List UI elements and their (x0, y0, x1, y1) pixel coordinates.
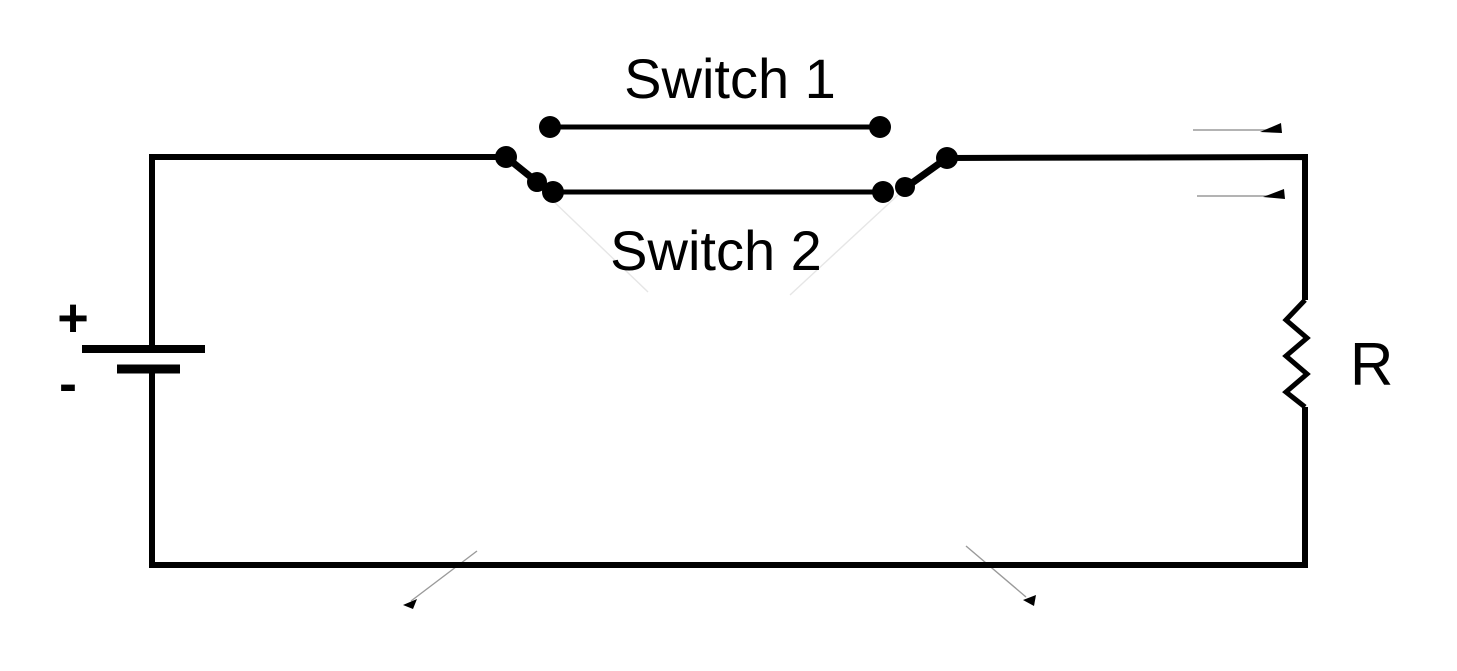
artifact-arrowhead-icon (1260, 123, 1282, 133)
artifact-line-under-switch-left (549, 197, 649, 293)
switch-contact-dots (495, 116, 958, 203)
contact-dot-switch1-left (539, 116, 561, 138)
switch-1-label: Switch 1 (624, 47, 836, 110)
contact-dot-switch2-left (542, 181, 564, 203)
battery-negative-label: - (59, 354, 77, 414)
wire-bottom-loop (149, 369, 1308, 568)
wire-top-right (946, 153, 1308, 300)
switch-2-label: Switch 2 (610, 219, 822, 282)
contact-dot-switch1-right (869, 116, 891, 138)
artifact-line-bottom-left (410, 550, 478, 602)
artifact-arrowhead-icon (1023, 595, 1036, 606)
contact-dot-pivot-left (495, 146, 517, 168)
resistor-symbol (1282, 298, 1311, 409)
contact-dot-pivot-right (936, 147, 958, 169)
resistor-zigzag (1282, 298, 1311, 409)
scan-artifact-lines (410, 129, 1276, 602)
artifact-line-bottom-right (965, 545, 1027, 598)
artifact-arrowhead-icon (1263, 189, 1285, 199)
artifact-arrowhead-icon (403, 599, 417, 609)
contact-dot-blade-left (527, 172, 547, 192)
wire-top-left (149, 154, 506, 349)
battery-symbol (82, 345, 205, 374)
scan-artifact-heads (403, 123, 1285, 609)
circuit-wires (149, 153, 1308, 568)
diagram-labels: Switch 1 Switch 2 + - R (57, 47, 1393, 414)
contact-dot-blade-right (895, 177, 915, 197)
artifact-line-under-switch-right (789, 194, 899, 296)
contact-dot-switch2-right (872, 181, 894, 203)
resistor-label: R (1350, 331, 1393, 398)
battery-positive-label: + (57, 288, 89, 348)
